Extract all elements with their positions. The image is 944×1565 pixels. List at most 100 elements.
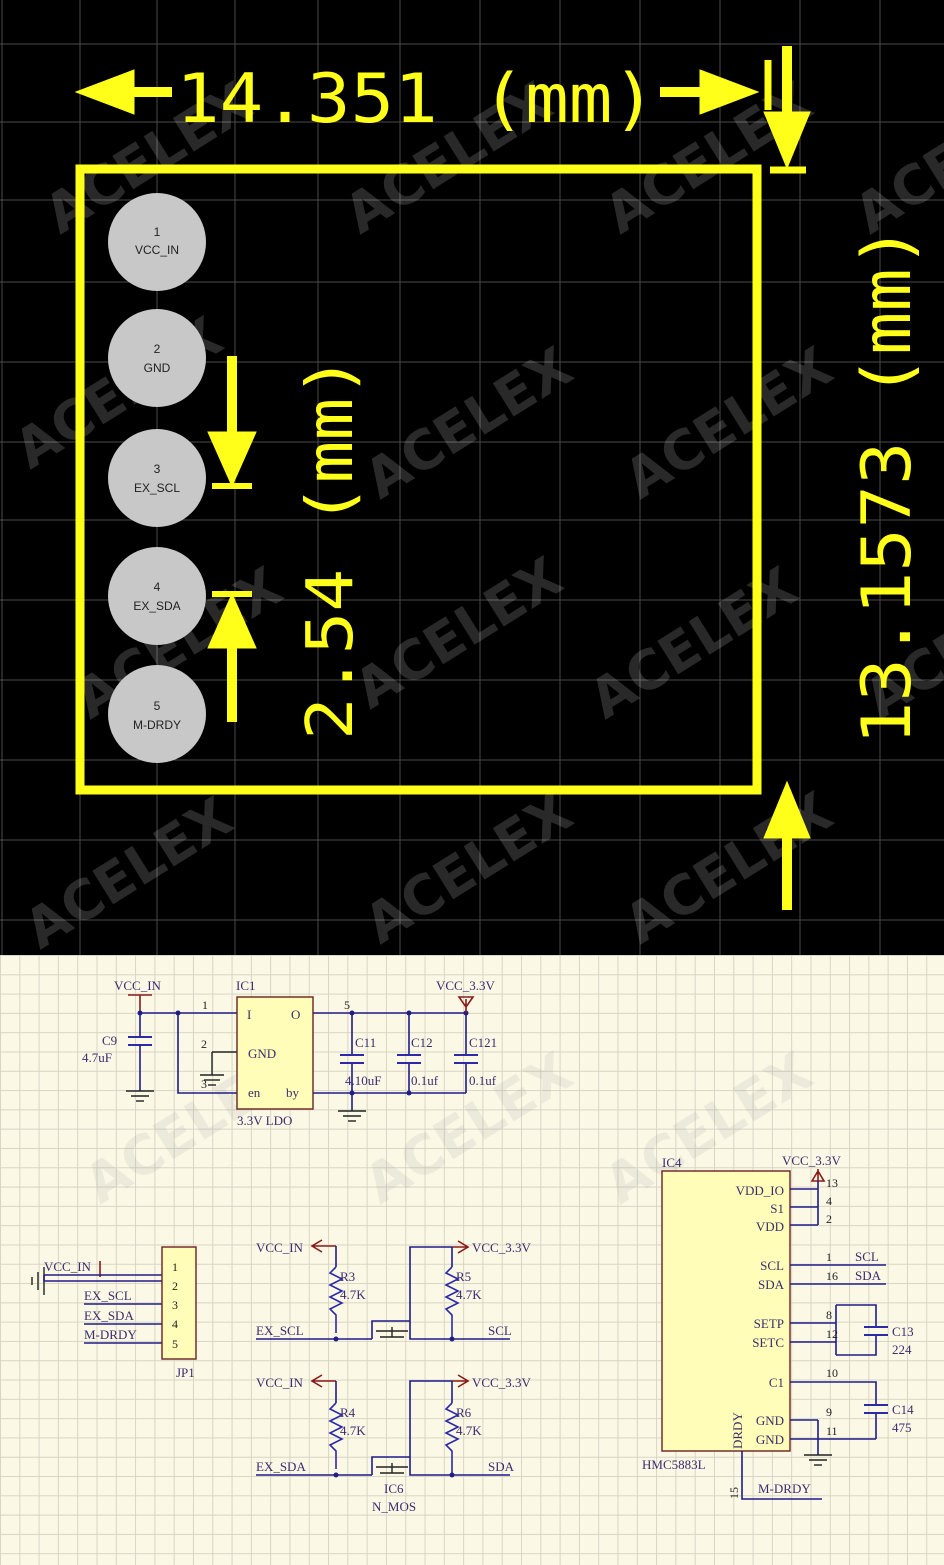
cap-c11-value: 4.10uF <box>345 1073 381 1088</box>
ldo-pin-en: en <box>248 1085 261 1100</box>
net-label-vcc-in: VCC_IN <box>44 1259 92 1274</box>
pin-number: 12 <box>826 1327 838 1341</box>
ldo-pin-o: O <box>291 1007 300 1022</box>
net-ex-sda: EX_SDA <box>256 1459 306 1474</box>
res-r3-value: 4.7K <box>340 1287 366 1302</box>
ldo-pin-i: I <box>247 1007 251 1022</box>
power-flag-icon <box>452 1374 470 1388</box>
width-dim-label: 14.351 (mm) <box>176 60 656 139</box>
arrow-right-icon <box>699 69 760 115</box>
pin-number: 11 <box>826 1424 838 1438</box>
pad-number: 1 <box>154 225 161 239</box>
jp1-net-m-drdy: M-DRDY <box>84 1327 137 1342</box>
ldo-part: 3.3V LDO <box>237 1113 292 1128</box>
watermark: ACELEX <box>614 335 843 511</box>
pad-circle <box>108 309 206 407</box>
arrow-down-icon <box>763 111 811 170</box>
pin-c1: C1 <box>769 1375 784 1390</box>
net-sda: SDA <box>855 1268 882 1283</box>
pcb-footprint-view: ACELEX ACELEX ACELEX ACELEX ACELEX ACELE… <box>0 0 944 955</box>
cap-c14-value: 475 <box>892 1420 912 1435</box>
level-shift-scl: VCC_IN R3 4.7K EX_SCL SCL VCC_3.3V R5 4.… <box>256 1239 531 1342</box>
pad-number: 3 <box>154 462 161 476</box>
pin-number: 16 <box>826 1269 838 1283</box>
schematic-view: ACELEX ACELEX ACELEX VCC_IN 1 C9 4.7uF <box>0 955 944 1565</box>
pin-number: 2 <box>201 1037 207 1051</box>
cap-c121-ref: C121 <box>469 1035 497 1050</box>
pcb-canvas: ACELEX ACELEX ACELEX ACELEX ACELEX ACELE… <box>0 0 944 955</box>
pin-gnd: GND <box>756 1413 784 1428</box>
ground-icon <box>200 1074 224 1086</box>
jp1-ref: JP1 <box>176 1365 195 1380</box>
pin-number: 9 <box>826 1405 832 1419</box>
net-label-vcc-3v3: VCC_3.3V <box>472 1240 531 1255</box>
jp1-pin: 1 <box>172 1260 178 1274</box>
net-label-vcc-3v3: VCC_3.3V <box>472 1375 531 1390</box>
jp1-net-ex-scl: EX_SCL <box>84 1288 132 1303</box>
pin-number: 8 <box>826 1308 832 1322</box>
pin-setc: SETC <box>752 1335 784 1350</box>
power-flag-icon <box>310 1239 336 1253</box>
res-r4-ref: R4 <box>340 1405 356 1420</box>
cap-c11-ref: C11 <box>355 1035 376 1050</box>
net-m-drdy: M-DRDY <box>758 1481 811 1496</box>
net-label-vcc-3v3: VCC_3.3V <box>436 978 495 993</box>
pin-number: 10 <box>826 1366 838 1380</box>
power-flag-icon <box>310 1374 336 1388</box>
cap-c12-value: 0.1uf <box>411 1073 439 1088</box>
pin-setp: SETP <box>754 1316 784 1331</box>
ic4-part: HMC5883L <box>642 1457 706 1472</box>
pad-5[interactable]: 5 M-DRDY <box>108 665 206 763</box>
pad-number: 5 <box>154 699 161 713</box>
pad-2[interactable]: 2 GND <box>108 309 206 407</box>
cap-c13-value: 224 <box>892 1342 912 1357</box>
ground-icon <box>31 1267 45 1295</box>
pin-number: 5 <box>344 998 350 1012</box>
watermark: ACELEX <box>354 335 583 511</box>
cap-c12-ref: C12 <box>411 1035 433 1050</box>
res-r5-ref: R5 <box>456 1269 471 1284</box>
pin-number: 4 <box>826 1194 832 1208</box>
ldo-section: VCC_IN 1 C9 4.7uF 2 <box>82 978 497 1128</box>
pad-name: GND <box>144 361 171 375</box>
pin-s1: S1 <box>770 1201 784 1216</box>
cap-c121-value: 0.1uf <box>469 1073 497 1088</box>
ground-icon <box>126 1090 154 1102</box>
width-dimension <box>74 60 772 115</box>
pin-number: 2 <box>826 1212 832 1226</box>
res-r6-ref: R6 <box>456 1405 472 1420</box>
res-r3-ref: R3 <box>340 1269 355 1284</box>
watermark: ACELEX <box>579 555 808 731</box>
ic6-part: N_MOS <box>372 1499 416 1514</box>
cap-c13-ref: C13 <box>892 1324 914 1339</box>
pitch-dimension <box>207 356 257 722</box>
pin-scl: SCL <box>760 1258 784 1273</box>
ic4-body <box>661 1170 791 1452</box>
pad-1[interactable]: 1 VCC_IN <box>108 193 206 291</box>
pin-sda: SDA <box>758 1277 785 1292</box>
pad-number: 4 <box>154 580 161 594</box>
ic6-ref: IC6 <box>384 1481 404 1496</box>
net-ex-scl: EX_SCL <box>256 1323 304 1338</box>
watermark: ACELEX <box>354 780 583 955</box>
pad-3[interactable]: 3 EX_SCL <box>108 429 206 527</box>
level-shift-sda: VCC_IN R4 4.7K EX_SDA SDA IC6 N_MOS VCC_… <box>256 1374 531 1514</box>
jp1-pin: 3 <box>172 1298 178 1312</box>
power-flag-icon <box>452 1240 470 1254</box>
net-scl: SCL <box>488 1323 512 1338</box>
net-label-vcc-in: VCC_IN <box>256 1375 304 1390</box>
pad-circle <box>108 193 206 291</box>
jp1-header-section: VCC_IN EX_SCL EX_SDA M-DRDY 1 2 3 4 5 JP… <box>31 1246 197 1380</box>
net-scl: SCL <box>855 1249 879 1264</box>
jp1-net-ex-sda: EX_SDA <box>84 1308 134 1323</box>
jp1-pin: 5 <box>172 1337 178 1351</box>
pin-vdd: VDD <box>756 1219 784 1234</box>
pad-name: EX_SCL <box>134 481 180 495</box>
pad-4[interactable]: 4 EX_SDA <box>108 547 206 645</box>
pad-circle <box>108 547 206 645</box>
ldo-pin-gnd: GND <box>248 1046 276 1061</box>
ic4-ref: IC4 <box>662 1155 682 1170</box>
pin-number: 1 <box>826 1250 832 1264</box>
watermark: ACELEX <box>614 780 843 955</box>
jp1-pin: 4 <box>172 1317 178 1331</box>
